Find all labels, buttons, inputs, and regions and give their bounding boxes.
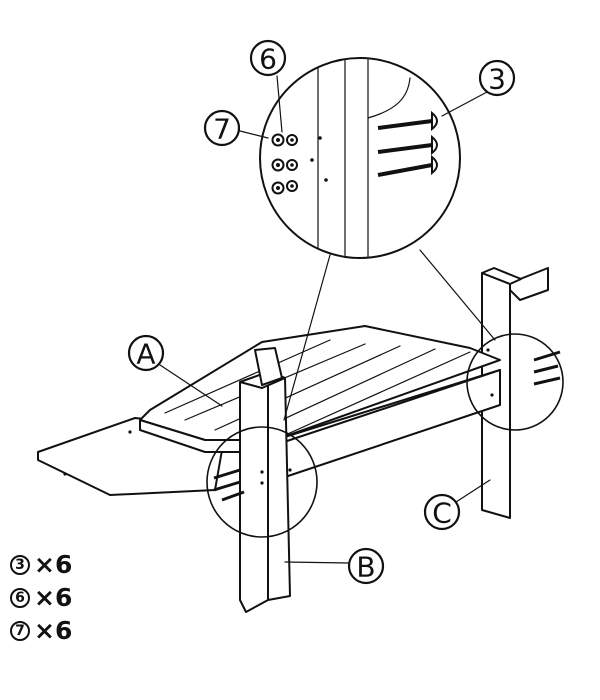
magnifier-connector-left: [283, 254, 331, 421]
left-zoom-circle: [206, 426, 318, 538]
callout-part-b: B: [284, 547, 385, 585]
legend-quantity: ×6: [34, 583, 73, 612]
legend-row-3: 3 ×6: [10, 548, 72, 581]
carriage-bolts: [377, 110, 438, 177]
right-zoom-circle: [466, 333, 564, 431]
callout-hardware-6: 6: [249, 39, 287, 77]
right-bolts: [533, 350, 561, 386]
legend-row-7: 7 ×6: [10, 614, 72, 647]
leg-b: [239, 347, 291, 613]
legend-number: 7: [10, 620, 30, 641]
left-bolts: [213, 468, 245, 502]
legend-row-6: 6 ×6: [10, 581, 72, 614]
callout-part-c: C: [423, 479, 491, 531]
callout-part-a: A: [127, 334, 223, 407]
svg-text:A: A: [136, 338, 155, 371]
callout-hardware-7: 7: [203, 109, 241, 147]
svg-text:C: C: [432, 497, 452, 530]
nuts-and-washers: [271, 133, 298, 195]
svg-text:7: 7: [213, 113, 231, 146]
svg-text:3: 3: [488, 63, 506, 96]
legend-number: 3: [10, 554, 30, 575]
seat-part-a: [37, 325, 501, 496]
callout-hardware-3: 3: [478, 59, 516, 97]
legend-quantity: ×6: [34, 550, 73, 579]
magnifier-connector-right: [419, 249, 496, 341]
hardware-legend: 3 ×6 6 ×6 7 ×6: [10, 548, 72, 647]
magnifier-circle: [227, 57, 488, 259]
legend-number: 6: [10, 587, 30, 608]
legend-quantity: ×6: [34, 616, 73, 645]
svg-text:6: 6: [259, 43, 277, 76]
svg-text:B: B: [356, 551, 375, 584]
